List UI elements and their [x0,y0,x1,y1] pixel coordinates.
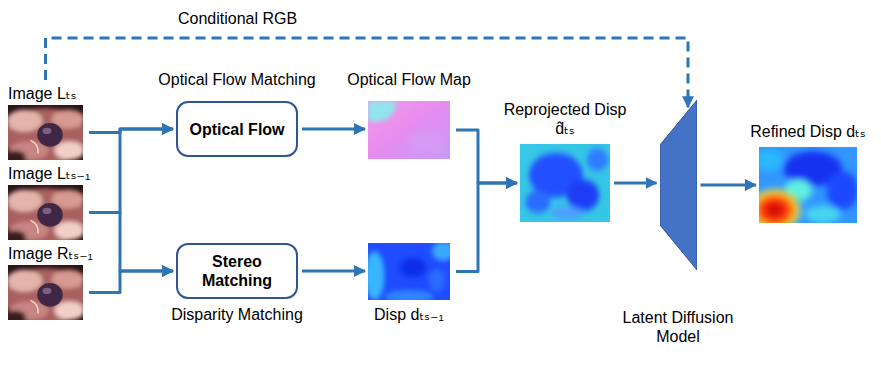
box-outline: Stereo Matching [176,243,298,299]
image-content [759,147,857,223]
image-frame [759,147,857,223]
image-panel: Disp dₜₛ₋₁ [329,243,489,324]
image-illustration [8,105,83,160]
flow-arrow [89,213,173,272]
trapezoid-frame [660,100,697,270]
node-label: Optical Flow Map [329,70,489,89]
image-frame [520,144,610,222]
node-label: Disp dₜₛ₋₁ [329,305,489,324]
trapezoid-outline [660,100,697,270]
trapezoid-shape [660,100,697,270]
flow-arrow [89,271,173,293]
image-illustration [368,101,450,159]
edge-label: Conditional RGB [176,9,299,28]
image-panel: Refined Disp dₜₛ [740,122,876,223]
image-illustration [520,144,610,222]
image-content [368,101,450,159]
image-panel: Image Lₜₛ₋₁ [8,164,118,240]
node-label: Image Rₜₛ₋₁ [8,244,118,263]
flow-arrow [456,130,517,183]
image-content [8,105,83,160]
node-label: Optical Flow [189,120,284,139]
flow-arrow [701,184,757,187]
image-frame [8,185,83,240]
image-frame [8,265,83,320]
node-label: Refined Disp dₜₛ [740,122,876,141]
image-illustration [368,243,450,300]
node-label: Optical Flow Matching [137,70,337,89]
image-illustration [8,265,83,320]
image-content [8,265,83,320]
dashed-arrow [46,38,689,107]
image-content [520,144,610,222]
image-illustration [8,185,83,240]
node-label: Reprojected Disp d̂ₜₛ [495,100,635,138]
node-label: Image Lₜₛ₋₁ [8,164,118,183]
flow-arrow [302,128,365,131]
image-frame [368,101,450,159]
box-outline: Optical Flow [176,101,298,157]
image-frame [368,243,450,300]
node-label: Stereo Matching [186,252,288,290]
image-panel: Reprojected Disp d̂ₜₛ [490,100,640,222]
image-panel: Image Lₜₛ [8,84,118,160]
image-content [368,243,450,300]
model-trapezoid: Latent Diffusion Model [610,100,746,346]
node-label: Image Lₜₛ [8,84,118,103]
flow-arrow [89,129,173,213]
image-content [8,185,83,240]
image-illustration [759,147,857,223]
process-box: Optical Flow MatchingOptical Flow [137,70,337,157]
flow-arrow [456,183,517,272]
image-panel: Optical Flow Map [329,70,489,159]
image-frame [8,105,83,160]
node-label: Latent Diffusion Model [610,308,746,346]
flow-arrow [614,182,657,185]
flow-arrow [302,270,365,273]
process-box: Stereo MatchingDisparity Matching [137,243,337,324]
image-panel: Image Rₜₛ₋₁ [8,244,118,320]
node-label: Disparity Matching [137,305,337,324]
